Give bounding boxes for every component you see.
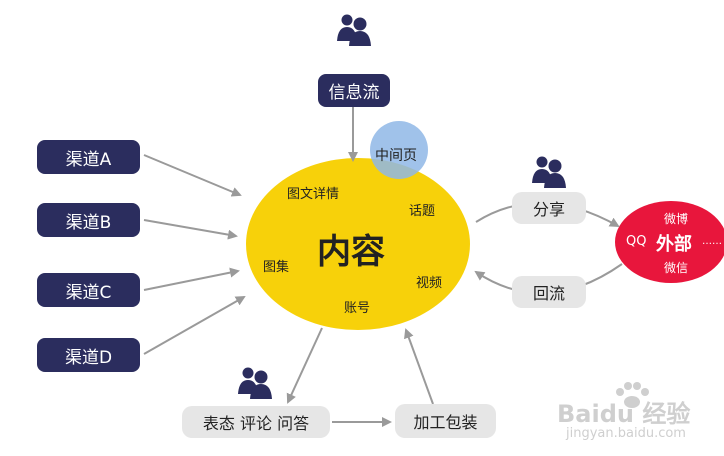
watermark-url: jingyan.baidu.com: [566, 426, 686, 441]
arrow-channel-c: [143, 267, 240, 291]
arrow-content-to-interact: [286, 327, 323, 404]
content-title: 内容: [317, 232, 385, 272]
arrow-channel-b: [143, 219, 238, 240]
content-item-video: 视频: [416, 276, 443, 291]
backflow-box: 回流: [512, 276, 586, 308]
info-feed-box: 信息流: [318, 74, 390, 107]
arrow-channel-a: [143, 154, 242, 197]
content-item-topic: 话题: [409, 204, 436, 219]
external-item-wechat: 微信: [664, 261, 689, 275]
external-item-qq: QQ: [626, 234, 647, 249]
channel-a-box: 渠道A: [37, 140, 140, 174]
middle-page-label: 中间页: [375, 148, 417, 164]
content-item-account: 账号: [344, 301, 371, 316]
content-ellipse: [246, 158, 470, 330]
share-box: 分享: [512, 192, 586, 224]
channel-b-box: 渠道B: [37, 203, 140, 237]
channel-d-box: 渠道D: [37, 338, 140, 372]
content-item-graphic-detail: 图文详情: [287, 187, 340, 202]
arrow-package-to-content: [404, 328, 434, 405]
users-icon: [532, 156, 566, 188]
users-icon: [238, 367, 272, 399]
watermark-brand: Baidu 经验: [557, 400, 691, 428]
external-item-dots: ……: [702, 236, 722, 247]
external-title: 外部: [656, 234, 692, 255]
interaction-box: 表态 评论 问答: [182, 406, 330, 438]
package-box: 加工包装: [395, 404, 496, 438]
baidu-paw-icon: [616, 382, 649, 408]
users-icon: [337, 14, 371, 46]
external-ellipse: [615, 201, 724, 283]
arrow-channel-d: [143, 296, 246, 355]
external-item-weibo: 微博: [664, 212, 689, 226]
middle-page-bubble: [370, 121, 428, 179]
channel-c-box: 渠道C: [37, 273, 140, 307]
content-item-gallery: 图集: [263, 260, 290, 275]
